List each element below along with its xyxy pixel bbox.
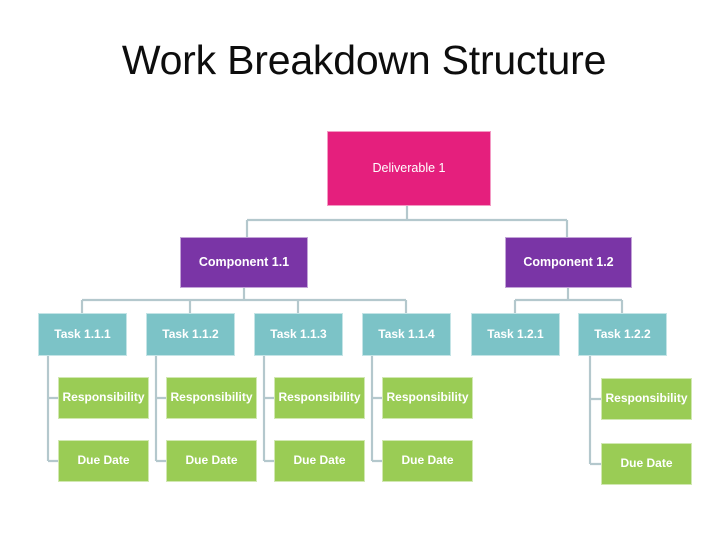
node-due-date-1-1-2[interactable]: Due Date bbox=[166, 440, 257, 482]
edge-deliverable-to-components bbox=[245, 206, 569, 237]
node-task-1-2-1[interactable]: Task 1.2.1 bbox=[471, 313, 560, 356]
edge-component12-to-tasks bbox=[513, 288, 624, 313]
node-due-date-1-2-2[interactable]: Due Date bbox=[601, 443, 692, 485]
edge-component11-to-tasks bbox=[80, 288, 408, 313]
node-task-1-1-2[interactable]: Task 1.1.2 bbox=[146, 313, 235, 356]
page-title: Work Breakdown Structure bbox=[121, 37, 607, 83]
node-due-date-1-1-4[interactable]: Due Date bbox=[382, 440, 473, 482]
node-task-1-1-1[interactable]: Task 1.1.1 bbox=[38, 313, 127, 356]
node-task-1-1-3[interactable]: Task 1.1.3 bbox=[254, 313, 343, 356]
node-component-1-1[interactable]: Component 1.1 bbox=[180, 237, 308, 288]
edge-task111-to-attributes bbox=[46, 356, 58, 463]
node-responsibility-1-1-1[interactable]: Responsibility bbox=[58, 377, 149, 419]
node-responsibility-1-1-3[interactable]: Responsibility bbox=[274, 377, 365, 419]
node-responsibility-1-1-2[interactable]: Responsibility bbox=[166, 377, 257, 419]
node-component-1-2[interactable]: Component 1.2 bbox=[505, 237, 632, 288]
node-task-1-1-4[interactable]: Task 1.1.4 bbox=[362, 313, 451, 356]
node-due-date-1-1-1[interactable]: Due Date bbox=[58, 440, 149, 482]
edge-task112-to-attributes bbox=[154, 356, 166, 463]
node-responsibility-1-1-4[interactable]: Responsibility bbox=[382, 377, 473, 419]
node-due-date-1-1-3[interactable]: Due Date bbox=[274, 440, 365, 482]
node-responsibility-1-2-2[interactable]: Responsibility bbox=[601, 378, 692, 420]
edge-task113-to-attributes bbox=[262, 356, 274, 463]
node-deliverable-1[interactable]: Deliverable 1 bbox=[327, 131, 491, 206]
edge-task114-to-attributes bbox=[370, 356, 382, 463]
node-task-1-2-2[interactable]: Task 1.2.2 bbox=[578, 313, 667, 356]
edge-task122-to-attributes bbox=[588, 356, 601, 466]
